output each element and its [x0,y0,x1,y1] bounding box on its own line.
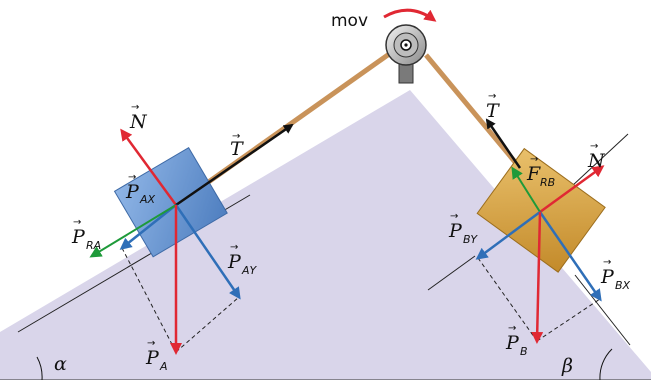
svg-text:→: → [230,242,238,253]
svg-text:→: → [590,141,598,152]
svg-text:→: → [508,323,516,334]
vector-t-b [485,118,522,169]
svg-text:→: → [73,217,81,228]
svg-text:→: → [131,102,139,113]
svg-text:F: F [526,163,541,185]
label-p-ra: → P RA [71,217,101,252]
label-n-a: → N [129,102,148,133]
svg-text:→: → [530,154,538,165]
svg-text:T: T [230,138,244,160]
svg-text:P: P [448,220,463,242]
svg-text:→: → [128,172,136,183]
label-t-b: → T [486,91,500,122]
svg-text:T: T [486,100,500,122]
label-p-ay: → P AY [227,242,258,277]
svg-text:→: → [488,91,496,102]
incline-wedge [0,90,651,380]
svg-text:P: P [125,181,140,203]
svg-text:→: → [147,338,155,349]
dash-a-1 [121,247,177,353]
angle-alpha-label: α [54,353,67,375]
svg-text:P: P [505,332,520,354]
label-f-rb: → F RB [526,154,555,189]
rope-right [424,53,522,170]
vector-f-rb [511,166,541,213]
label-p-by: → P BY [448,211,478,246]
svg-text:→: → [450,211,458,222]
svg-text:P: P [71,226,86,248]
svg-text:RA: RA [86,239,101,252]
vector-p-ay [174,204,241,300]
vector-t-a [175,123,294,207]
svg-text:AX: AX [139,193,156,206]
svg-text:N: N [129,111,148,133]
svg-text:P: P [600,266,615,288]
label-n-b: → N [587,141,606,172]
svg-text:RB: RB [540,176,555,189]
motion-arrow-icon [383,8,437,22]
vector-p-by [475,210,541,260]
vector-p-bx [538,211,602,302]
svg-text:A: A [159,360,168,373]
pulley [385,24,427,84]
angle-beta-label: β [561,355,573,377]
vector-n-a [120,128,178,206]
svg-text:AY: AY [241,264,258,277]
svg-text:BX: BX [615,279,631,292]
slope-line-right-bottom [427,255,476,291]
svg-text:P: P [145,347,160,369]
svg-text:P: P [227,251,242,273]
angle-alpha-arc [36,356,43,380]
label-p-ax: → P AX [125,172,156,206]
motion-label: mov [331,11,368,31]
label-p-a: → P A [145,338,168,373]
label-p-b: → P B [505,323,528,358]
vector-p-b [531,211,544,344]
svg-text:→: → [603,257,611,268]
dash-b-1 [477,257,538,342]
label-t-a: → T [230,131,244,160]
angle-beta-arc [599,348,613,380]
svg-text:→: → [232,131,240,142]
svg-text:BY: BY [463,233,478,246]
vector-n-b [539,165,605,214]
svg-text:N: N [587,150,606,172]
slope-line-right-edge [574,274,631,346]
svg-text:B: B [520,345,528,358]
vector-p-ra [89,204,177,258]
vector-p-ax [119,204,177,250]
dash-b-2 [536,298,601,342]
label-p-bx: → P BX [600,257,631,292]
